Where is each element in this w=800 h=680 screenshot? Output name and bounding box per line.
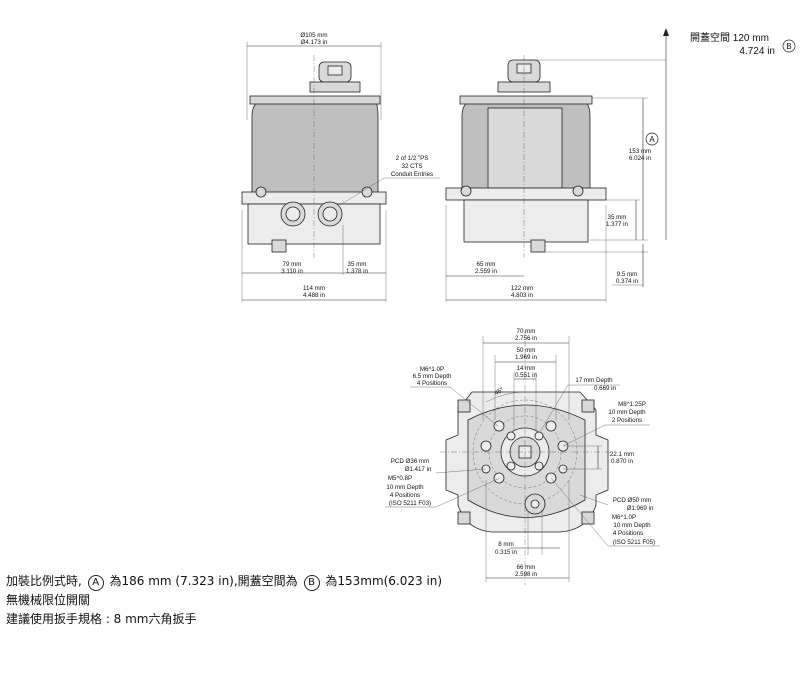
cover-rim [249,95,381,105]
pcd36-line-4: 10 mm Depth [386,484,424,491]
cap-base [309,81,361,93]
corner-tab [581,399,595,413]
mount-hole [506,461,516,471]
dim-114-in: 4.488 in [303,292,326,299]
dim-122-in: 4.803 in [511,292,534,299]
dim-66-in: 2.598 in [515,571,538,578]
mount-hole [506,431,516,441]
pcd50-line-1: PCD Ø50 mm [613,497,652,504]
m8-line-3: 2 Positions [612,417,642,424]
mount-hole [534,431,544,441]
dim-70-mm: 70 mm [517,328,536,335]
dim-35-h-mm: 35 mm [608,214,627,221]
notes: 加裝比例式時, A 為186 mm (7.323 in),開蓋空間為 B 為15… [6,572,442,629]
dim-35-in: 1.378 in [346,268,369,275]
dim-diameter-in: Ø4.173 in [301,39,328,46]
depth17-2: 0.669 in [594,385,617,392]
cover-panel [487,107,563,189]
shaft-stub [271,239,287,253]
pcd36-line-2: Ø1.417 in [405,466,432,473]
dim-22-in: 0.870 in [611,458,634,465]
dim-14-mm: 14 mm [517,365,536,372]
mount-hole [534,461,544,471]
pcd36-line-6: (ISO 5211 F03) [389,500,431,507]
dim-65-mm: 65 mm [477,261,496,268]
dim-22-mm: 22.1 mm [610,451,634,458]
corner-tab [457,399,471,413]
cover-rim [459,95,593,105]
marker-b-letter: B [786,42,791,51]
m6-top-3: 4 Positions [417,380,447,387]
pcd50-line-3: M6^1.0P [612,514,636,521]
mount-hole [493,420,505,432]
cap-window [327,65,343,76]
dim-diameter-mm: Ø105 mm [300,32,327,39]
marker-a-note: A [87,575,104,591]
pcd50-line-4: 10 mm Depth [613,522,651,529]
mount-hole [545,420,557,432]
mount-hole [480,440,492,452]
dim-66-mm: 66 mm [517,564,536,571]
clearance-in: 4.724 in [739,46,775,57]
m8-line-2: 10 mm Depth [608,409,646,416]
conduit-label-2: 32 CTS [402,163,423,170]
bolt-head [460,185,472,197]
depth17-1: 17 mm Depth [575,377,613,384]
dim-153-in: 6.024 in [629,155,652,162]
dim-65-in: 2.559 in [475,268,498,275]
dim-79-in: 3.110 in [281,268,303,275]
dim-14-in: 0.551 in [515,372,538,379]
conduit-label-3: Conduit Entries [391,171,433,178]
dim-8-in: 0.315 in [495,549,518,556]
note-line-3: 建議使用扳手規格 : 8 mm六角扳手 [6,612,197,626]
marker-b-note: B [303,575,320,591]
shaft-stub [530,239,546,253]
bolt-head [572,185,584,197]
bottom-view: 70 mm 2.756 in 50 mm 1.969 in 14 mm 0.55… [385,328,660,585]
bolt-head [361,186,373,198]
front-view: 開蓋空間 120 mm 4.724 in B A 153 mm 6.024 in… [445,28,796,302]
pcd50-line-5: 4 Positions [613,530,643,537]
pcd36-line-5: 4 Positions [390,492,420,499]
dim-9-in: 0.374 in [616,278,639,285]
corner-tab [581,511,595,525]
dim-50-in: 1.969 in [515,354,538,361]
dim-8-mm: 8 mm [498,541,513,548]
dim-122-mm: 122 mm [511,285,533,292]
marker-a-letter: A [649,135,655,144]
conduit-label-1: 2 of 1/2 "PS [396,155,429,162]
pcd50-line-2: Ø1.969 in [627,505,654,512]
clearance-label: 開蓋空間 120 mm [690,31,769,44]
dim-50-mm: 50 mm [517,347,536,354]
angle-label: 45° [493,386,505,397]
marker-a [645,132,659,146]
dim-35-mm: 35 mm [348,261,367,268]
marker-b [782,39,796,53]
pcd36-line-3: M5^0.8P [388,475,412,482]
dim-114-mm: 114 mm [303,285,325,292]
bolt-head [255,186,267,198]
side-view: Ø105 mm Ø4.173 in 2 of 1/2 "PS 32 CTS Co… [241,32,440,302]
note-line-2: 無機械限位開關 [6,593,91,607]
mount-hole [493,472,505,484]
dim-9-mm: 9.5 mm [617,271,638,278]
pcd50-line-6: (ISO 5211 F05) [613,539,655,546]
dim-35-h-in: 1.377 in [606,221,629,228]
base-housing [463,199,589,243]
corner-tab [457,511,471,525]
m8-line-1: M8^1.25P [618,401,646,408]
note-line-1: 加裝比例式時, A 為186 mm (7.323 in),開蓋空間為 B 為15… [6,572,442,591]
pcd36-line-1: PCD Ø36 mm [391,458,430,465]
m6-top-2: 6.5 mm Depth [413,373,452,380]
dim-153-mm: 153 mm [629,148,651,155]
cover-housing [251,97,379,197]
m6-top-1: M6^1.0P [420,366,444,373]
dim-70-in: 2.756 in [515,335,538,342]
dim-79-mm: 79 mm [283,261,302,268]
